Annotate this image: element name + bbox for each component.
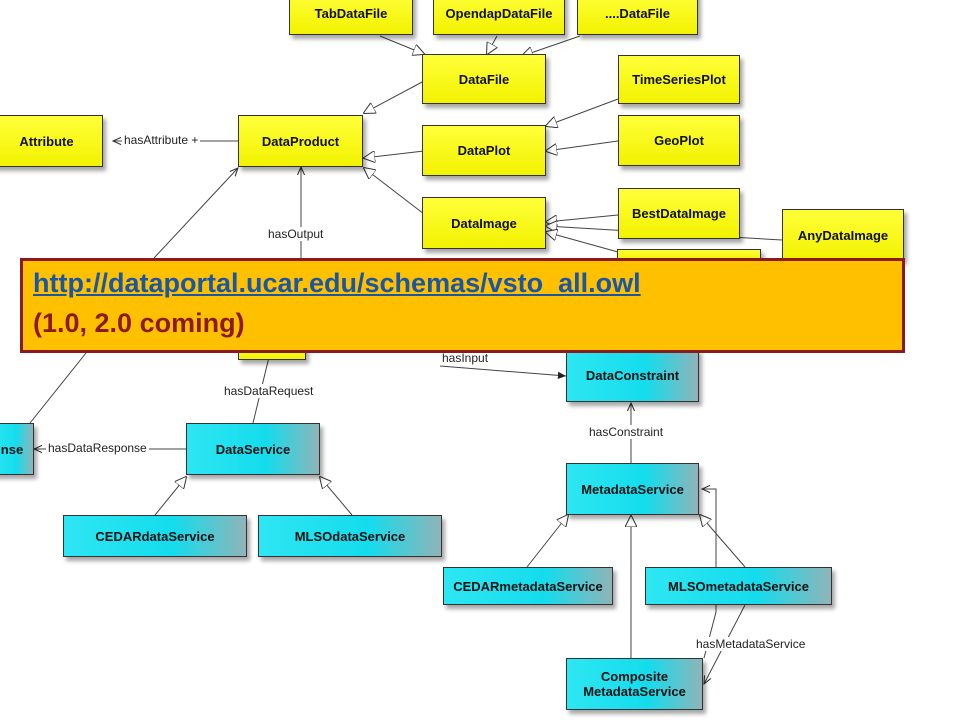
node-geoplot: GeoPlot xyxy=(618,115,740,166)
node-dataconstraint: DataConstraint xyxy=(566,349,699,402)
node-bestdataimage: BestDataImage xyxy=(618,188,740,239)
version-note: (1.0, 2.0 coming) xyxy=(33,308,245,338)
node-datafile: DataFile xyxy=(422,54,546,104)
edge-dotdatafile-datafile xyxy=(522,35,581,56)
edge-bestimage-dataimage xyxy=(546,214,619,222)
node-attribute: Attribute xyxy=(0,115,103,167)
label-hasoutput: hasOutput xyxy=(266,227,326,241)
edge-hasinput xyxy=(439,365,567,379)
edge-left-dataproduct-a xyxy=(153,168,238,259)
node-timeseriesplot: TimeSeriesPlot xyxy=(618,55,740,104)
edge-opendap-datafile xyxy=(487,35,497,54)
node-dataimage: DataImage xyxy=(422,197,546,249)
node-dotdatafile: ....DataFile xyxy=(577,0,698,35)
composite-line1: Composite xyxy=(600,669,669,684)
label-hasinput: hasInput xyxy=(440,351,491,365)
edge-tabdatafile-datafile xyxy=(379,35,424,54)
edge-hidden-dataimage xyxy=(546,232,619,253)
node-dataproduct: DataProduct xyxy=(238,115,363,167)
edge-cedarmds-mds xyxy=(526,515,568,568)
label-hasdatarequest: hasDataRequest xyxy=(222,384,316,398)
node-response-partial: nse xyxy=(0,423,34,475)
composite-line2: MetadataService xyxy=(583,684,686,699)
edge-cedards-dataservice xyxy=(154,477,186,516)
edge-timeseries-dataplot xyxy=(546,98,619,126)
node-dataplot: DataPlot xyxy=(422,125,546,176)
label-hasconstraint: hasConstraint xyxy=(587,425,666,439)
edge-mlsods-dataservice xyxy=(320,477,353,516)
label-hasdataresponse: hasDataResponse xyxy=(46,441,149,455)
edge-datafile-dataproduct xyxy=(364,80,425,113)
node-tabdatafile: TabDataFile xyxy=(289,0,413,35)
node-cedardataservice: CEDARdataService xyxy=(63,515,247,557)
edge-left-dataproduct-b xyxy=(29,352,87,424)
schema-url-link[interactable]: http://dataportal.ucar.edu/schemas/vsto_… xyxy=(33,268,641,298)
edge-dataplot-dataproduct xyxy=(364,150,425,158)
node-dataservice: DataService xyxy=(186,423,320,475)
label-hasmetadataservice: hasMetadataService xyxy=(694,637,808,651)
node-opendapdatafile: OpendapDataFile xyxy=(433,0,565,35)
label-hasattribute: hasAttribute + xyxy=(122,133,201,147)
node-anydataimage: AnyDataImage xyxy=(782,209,904,261)
edge-dataimage-dataproduct xyxy=(364,168,425,215)
node-cedarmetadataservice: CEDARmetadataService xyxy=(443,567,613,605)
edge-mlsomds-mds xyxy=(700,515,746,568)
edge-composite-loop xyxy=(702,489,717,659)
node-composite-metadataservice: Composite MetadataService xyxy=(566,658,703,710)
node-mlsodataservice: MLSOdataService xyxy=(258,515,442,557)
edge-geoplot-dataplot xyxy=(546,140,619,151)
node-metadataservice: MetadataService xyxy=(566,463,699,515)
node-mlsometadataservice: MLSOmetadataService xyxy=(645,567,832,605)
url-callout: http://dataportal.ucar.edu/schemas/vsto_… xyxy=(20,258,905,353)
